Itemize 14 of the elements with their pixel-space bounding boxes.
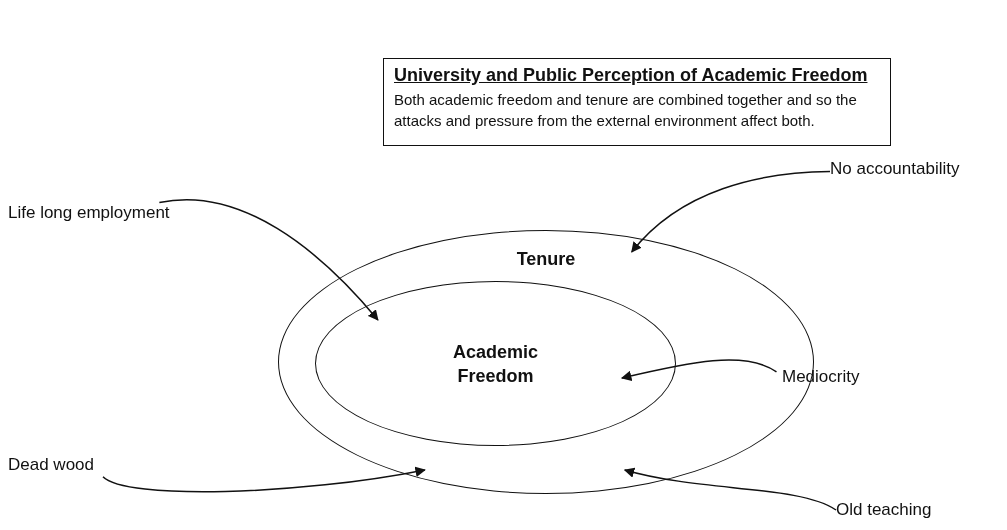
curved-arrow [631, 170, 831, 253]
curved-arrow [102, 466, 426, 493]
description-box [383, 58, 891, 146]
curved-arrow [158, 199, 379, 321]
callout-label: Dead wood [8, 452, 108, 478]
callout-label: Old teaching [836, 497, 960, 523]
ellipse-label: Academic Freedom [451, 340, 539, 388]
callout-label: No accountability [830, 156, 1002, 182]
ellipse-label: Tenure [515, 249, 577, 270]
curved-arrow [623, 467, 837, 511]
heading: University and Public Perception of Academic Freedom [394, 65, 869, 86]
description-text: Both academic freedom and tenure are combined together and so the attacks and pressure from the external environment affect both. [394, 90, 858, 131]
callout-label: Life long employment [8, 200, 180, 226]
curved-arrow [620, 359, 778, 381]
